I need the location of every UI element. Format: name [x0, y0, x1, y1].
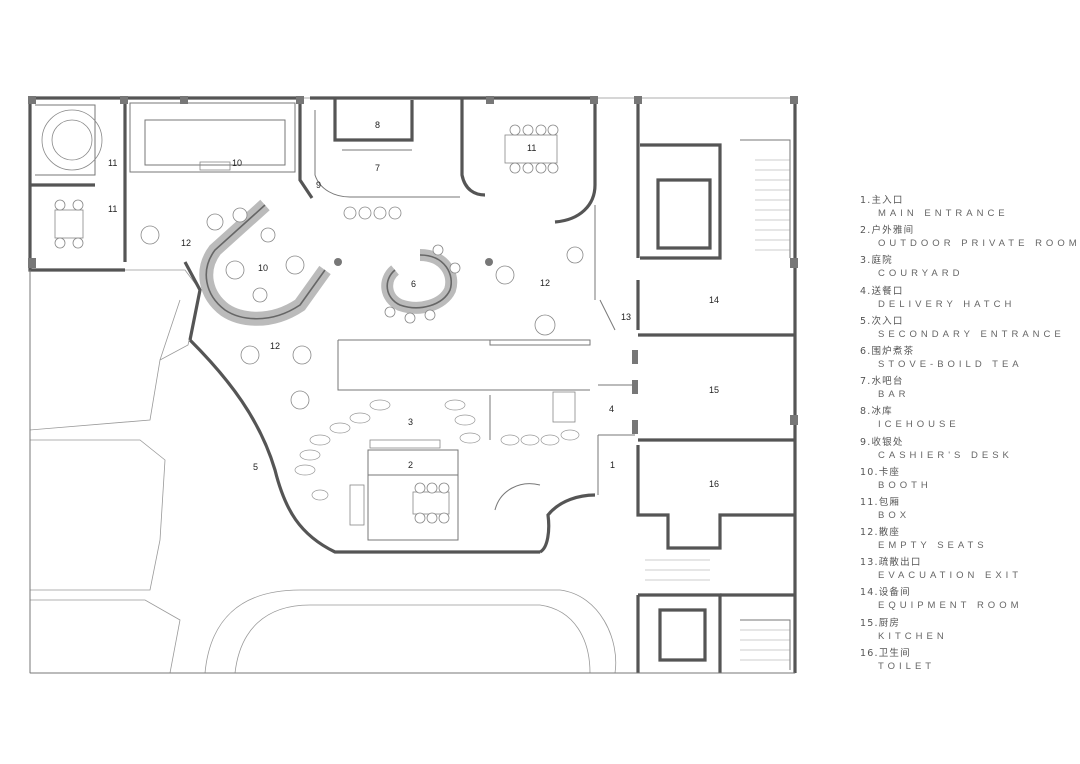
legend-item: 11.包厢 BOX — [860, 496, 911, 521]
table-private — [412, 491, 450, 515]
booth-seat — [199, 199, 331, 326]
box-11-room — [35, 104, 96, 176]
legend-item: 1.主入口 MAIN ENTRANCE — [860, 195, 1009, 219]
legend-item: 14.设备间 EQUIPMENT ROOM — [860, 587, 1023, 612]
wall-elevator — [656, 178, 712, 250]
room-10-inner — [144, 119, 286, 166]
room-label: 8 — [375, 120, 380, 130]
partitions — [29, 102, 795, 674]
wall-box-east — [460, 98, 486, 197]
chairs — [54, 124, 584, 524]
room-label: 5 — [253, 462, 258, 472]
wall-icehouse — [333, 98, 414, 142]
wall-bar-west — [298, 98, 314, 199]
room-label: 11 — [108, 158, 117, 168]
legend-item: 15.厨房 KITCHEN — [860, 617, 948, 642]
wall-box11-curve — [554, 98, 597, 224]
room-label: 10 — [258, 263, 268, 273]
sofa-private — [349, 484, 365, 526]
room-label: 4 — [609, 404, 614, 414]
wall-stair-north — [640, 143, 722, 260]
entrance-arc — [494, 483, 541, 511]
wall-toilet — [636, 445, 795, 550]
legend-item: 10.卡座 BOOTH — [860, 466, 932, 491]
curved-path — [204, 589, 617, 674]
room-label: 13 — [621, 312, 631, 322]
legend-item: 6.围炉煮茶 STOVE-BOILD TEA — [860, 345, 1023, 370]
room-label: 1 — [610, 460, 615, 470]
lawn-area-2 — [30, 599, 181, 674]
courtyard-edge — [337, 340, 590, 391]
legend-item: 9.收银处 CASHIER'S DESK — [860, 436, 1013, 461]
room-label: 7 — [375, 163, 380, 173]
legend-item: 16.卫生间 TOILET — [860, 647, 936, 672]
room-label: 9 — [316, 180, 321, 190]
stepping-stones — [294, 399, 580, 501]
legend-item: 2.户外雅间 OUTDOOR PRIVATE ROOM — [860, 225, 1080, 250]
room-label: 11 — [108, 204, 117, 214]
bar-counter — [314, 110, 460, 198]
room-label: 6 — [411, 279, 416, 289]
legend-item: 7.水吧台 BAR — [860, 376, 910, 401]
legend: 1.主入口 MAIN ENTRANCE 2.户外雅间 OUTDOOR PRIVA… — [860, 195, 1080, 678]
room-label: 15 — [709, 385, 719, 395]
round-table-box — [41, 109, 103, 171]
room-label: 12 — [540, 278, 550, 288]
stair-1 — [740, 139, 791, 258]
site-boundary — [29, 97, 796, 674]
site-lines — [29, 97, 796, 674]
planting-area — [29, 269, 201, 431]
room-10-north — [129, 102, 296, 173]
booth — [199, 199, 458, 326]
wall-sw-edge — [183, 261, 202, 341]
columns — [28, 96, 798, 434]
wall-curved-south — [188, 338, 540, 554]
room-label: 3 — [408, 417, 413, 427]
legend-item: 12.散座 EMPTY SEATS — [860, 527, 988, 552]
legend-item: 4.送餐口 DELIVERY HATCH — [860, 285, 1016, 310]
wall-elevator-2 — [658, 608, 707, 662]
counter-bar — [489, 339, 591, 346]
path-edge — [159, 299, 181, 361]
room-label: 12 — [270, 341, 280, 351]
private-room — [367, 449, 459, 541]
table-box-11 — [54, 209, 84, 239]
room-label: 10 — [232, 158, 242, 168]
room-label: 12 — [181, 238, 191, 248]
room-label: 16 — [709, 479, 719, 489]
legend-item: 8.冰库 ICEHOUSE — [860, 406, 960, 431]
walls — [28, 96, 797, 673]
stairs — [645, 159, 790, 661]
wall-entrance-curve — [539, 493, 596, 554]
room-label: 2 — [408, 460, 413, 470]
curved-path-2 — [234, 604, 591, 674]
furniture — [41, 109, 576, 526]
legend-item: 13.疏散出口 EVACUATION EXIT — [860, 557, 1023, 582]
stair-2 — [740, 619, 791, 670]
legend-item: 3.庭院 COURYARD — [860, 255, 964, 280]
hatch-table — [552, 391, 576, 423]
exit-door — [599, 299, 616, 331]
room-label: 14 — [709, 295, 719, 305]
table-box-11-east — [504, 134, 558, 164]
lawn-area — [29, 439, 166, 591]
room-label: 11 — [527, 143, 536, 153]
legend-item: 5.次入口 SECONDARY ENTRANCE — [860, 315, 1065, 340]
room-labels: 11 10 11 12 10 8 7 9 11 6 12 12 3 2 5 13… — [108, 120, 719, 489]
